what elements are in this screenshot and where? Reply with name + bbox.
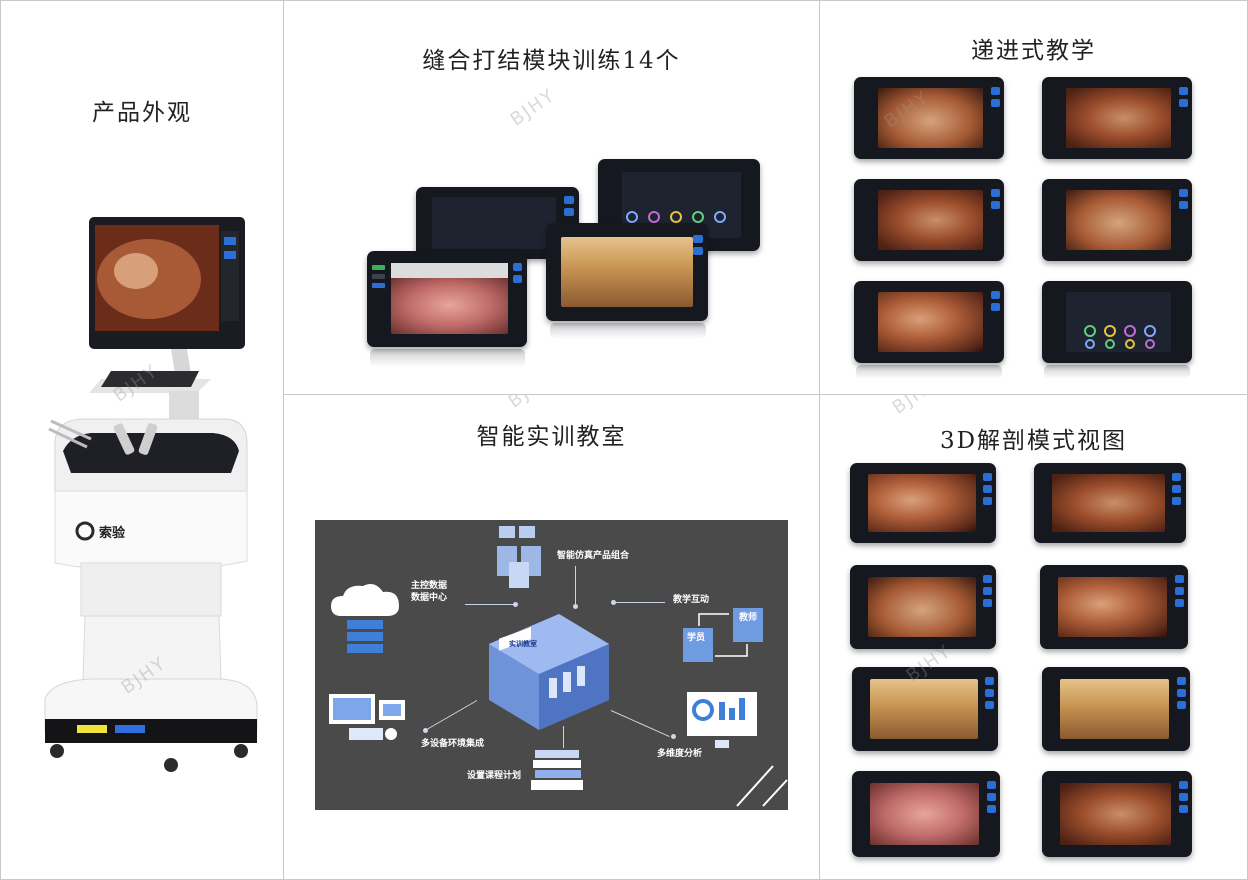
label-multi-device: 多设备环境集成 [421,739,485,749]
analysis-monitor-icon [687,692,757,748]
watermark: BJHY [506,84,560,131]
cell-title-anatomy3d: 3D解剖模式视图 [939,428,1128,454]
tablet-anatomy-7 [852,771,1000,857]
tablet-anatomy-6 [1042,667,1190,751]
cell-appearance: 产品外观 [0,0,284,880]
cell-title-progressive: 递进式教学 [971,38,1096,64]
cell-title-classroom: 智能实训教室 [476,424,627,450]
classroom-room-illustration [489,614,609,730]
books-icon [531,750,583,790]
simulator-group-icon [497,526,541,588]
cell-suturing: 缝合打结模块训练14个 BJHY [283,0,820,395]
cloud-server-icon [331,584,399,653]
watermark: BJHY [505,395,558,412]
tablet-step-3 [854,179,1004,261]
student-teacher-icon [683,608,763,662]
cell-progressive: 递进式教学 [819,0,1248,395]
tablet-step-2 [1042,77,1192,159]
tablet-suture-tissue-2 [546,223,708,321]
tablet-step-1 [854,77,1004,159]
label-room-sign: 实训教室 [509,640,537,648]
module-icons [626,211,726,223]
label-sim-products: 智能仿真产品组合 [557,551,630,561]
training-device-image [44,217,258,772]
tablet-step-5 [854,281,1004,363]
cell-title-appearance: 产品外观 [92,100,192,126]
tablet-anatomy-3 [850,565,996,649]
label-master-data: 主控数据 数据中心 [411,581,448,603]
multi-device-icon [329,694,405,740]
decor-lines [736,765,788,807]
watermark: BJHY [888,394,942,419]
classroom-diagram: 主控数据 数据中心 智能仿真产品组合 教学互动 学员 教师 [315,520,788,810]
tablet-step-4 [1042,179,1192,261]
cell-anatomy3d: 3D解剖模式视图 [819,394,1248,880]
label-student: 学员 [687,633,706,643]
tablet-anatomy-5 [852,667,998,751]
label-multi-analysis: 多维度分析 [657,749,703,759]
tablet-anatomy-2 [1034,463,1186,543]
cell-title-suturing: 缝合打结模块训练14个 [422,48,681,74]
tablet-step-6 [1042,281,1192,363]
module-icons [1084,325,1156,349]
tablet-anatomy-4 [1040,565,1188,649]
tablet-anatomy-8 [1042,771,1192,857]
tablet-anatomy-1 [850,463,996,543]
tablet-suture-tissue-1 [367,251,527,347]
label-teacher: 教师 [739,613,758,623]
label-course-plan: 设置课程计划 [467,771,522,781]
device-brand-logo: 索验 [99,526,126,541]
label-teaching-interaction: 教学互动 [673,595,710,605]
